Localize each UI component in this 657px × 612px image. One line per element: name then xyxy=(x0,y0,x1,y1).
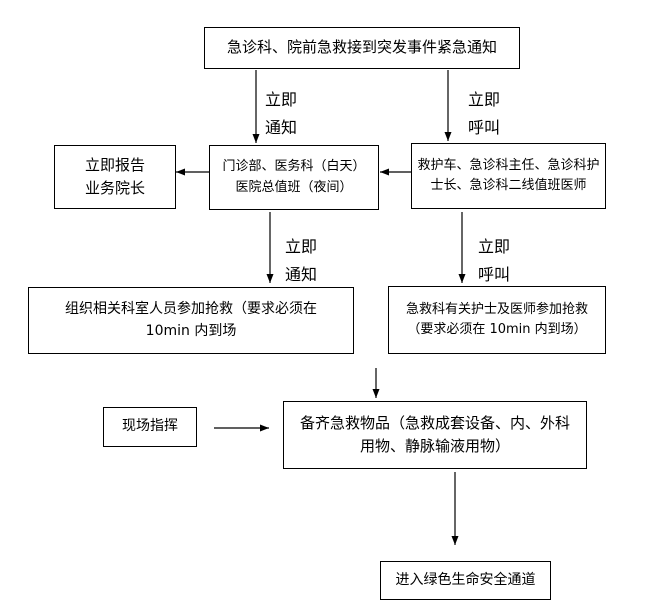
edge-label-notify-to-office-line-1: 立即 xyxy=(265,90,298,109)
node-report-vice-president-line-2: 业务院长 xyxy=(84,179,145,197)
node-ambulance-er-staff: 救护车、急诊科主任、急诊科护 士长、急诊科二线值班医师 xyxy=(411,143,606,209)
node-er-nurses-doctors: 急救科有关护士及医师参加抢救 （要求必须在 10min 内到场） xyxy=(388,286,606,354)
node-organize-departments-line-1: 组织相关科室人员参加抢救（要求必须在 xyxy=(65,300,317,317)
node-green-channel: 进入绿色生命安全通道 xyxy=(380,561,551,600)
node-emergency-notification-line-1: 急诊科、院前急救接到突发事件紧急通知 xyxy=(226,38,497,57)
edge-label-notify-to-staff-line-2: 呼叫 xyxy=(468,118,501,137)
node-emergency-notification: 急诊科、院前急救接到突发事件紧急通知 xyxy=(204,27,520,69)
edge-label-staff-to-er-line-1: 立即 xyxy=(478,237,511,256)
node-emergency-supplies-line-2: 用物、静脉输液用物） xyxy=(359,437,510,455)
node-ambulance-er-staff-line-1: 救护车、急诊科主任、急诊科护 xyxy=(417,157,600,173)
node-ambulance-er-staff-line-2: 士长、急诊科二线值班医师 xyxy=(430,178,587,193)
edge-label-notify-to-office-line-2: 通知 xyxy=(265,118,298,137)
node-onsite-command: 现场指挥 xyxy=(103,407,197,447)
node-emergency-supplies: 备齐急救物品（急救成套设备、内、外科 用物、静脉输液用物） xyxy=(283,401,587,469)
node-outpatient-medical-office: 门诊部、医务科（白天） 医院总值班（夜间） xyxy=(209,145,379,210)
node-outpatient-medical-office-line-2: 医院总值班（夜间） xyxy=(235,179,353,195)
edge-label-office-to-organize: 立即 通知 xyxy=(285,233,317,289)
edge-label-staff-to-er: 立即 呼叫 xyxy=(478,233,510,289)
node-er-nurses-doctors-line-2: （要求必须在 10min 内到场） xyxy=(407,322,587,337)
edge-label-notify-to-staff: 立即 呼叫 xyxy=(468,86,500,142)
node-organize-departments: 组织相关科室人员参加抢救（要求必须在 10min 内到场 xyxy=(28,287,354,354)
edge-label-office-to-organize-line-2: 通知 xyxy=(285,265,318,284)
edge-label-notify-to-staff-line-1: 立即 xyxy=(468,90,501,109)
node-report-vice-president: 立即报告 业务院长 xyxy=(54,145,176,209)
edge-label-staff-to-er-line-2: 呼叫 xyxy=(478,265,511,284)
node-onsite-command-line-1: 现场指挥 xyxy=(122,418,178,435)
node-organize-departments-line-2: 10min 内到场 xyxy=(145,322,237,339)
node-report-vice-president-line-1: 立即报告 xyxy=(84,155,145,174)
node-emergency-supplies-line-1: 备齐急救物品（急救成套设备、内、外科 xyxy=(299,413,570,432)
node-green-channel-line-1: 进入绿色生命安全通道 xyxy=(395,571,536,588)
node-outpatient-medical-office-line-1: 门诊部、医务科（白天） xyxy=(222,159,366,175)
edge-label-office-to-organize-line-1: 立即 xyxy=(285,237,318,256)
node-er-nurses-doctors-line-1: 急救科有关护士及医师参加抢救 xyxy=(405,301,588,317)
edge-label-notify-to-office: 立即 通知 xyxy=(265,86,297,142)
